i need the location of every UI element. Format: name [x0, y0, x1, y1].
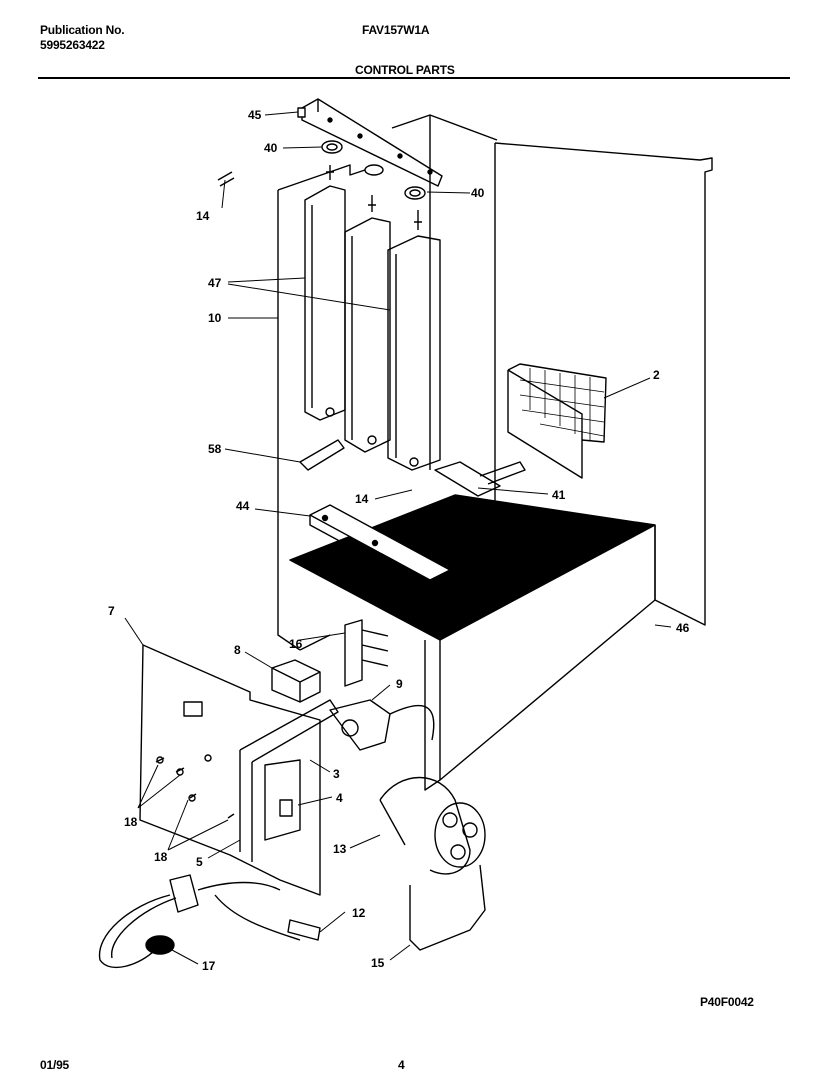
strap — [299, 439, 345, 471]
publication-number: 5995263422 — [40, 38, 105, 52]
callout-40-right: 40 — [471, 186, 485, 200]
section-title: CONTROL PARTS — [355, 63, 455, 77]
screws — [155, 171, 235, 819]
selector-switch — [271, 659, 321, 703]
callout-45: 45 — [248, 108, 262, 122]
capacitor — [379, 776, 486, 875]
callout-40-left: 40 — [264, 141, 278, 155]
bracket-41 — [434, 461, 526, 497]
callout-58: 58 — [208, 442, 222, 456]
callout-12: 12 — [352, 906, 366, 920]
callout-13: 13 — [333, 842, 347, 856]
callout-10: 10 — [208, 311, 222, 325]
publication-label: Publication No. — [40, 23, 125, 37]
callout-18-upper: 18 — [124, 815, 138, 829]
callout-18-lower: 18 — [154, 850, 168, 864]
callout-5: 5 — [196, 855, 203, 869]
callout-41: 41 — [552, 488, 566, 502]
grommets — [321, 140, 426, 200]
callout-7: 7 — [108, 604, 115, 618]
terminal-block — [344, 619, 389, 687]
drawing-code: P40F0042 — [700, 995, 754, 1009]
power-cord — [98, 874, 281, 969]
callout-9: 9 — [396, 677, 403, 691]
callout-14-lower: 14 — [355, 492, 369, 506]
control-base — [289, 494, 656, 791]
top-bracket — [297, 98, 443, 187]
leader-lines — [124, 111, 672, 965]
control-housing-panel — [277, 164, 366, 651]
header-rule — [38, 77, 790, 79]
sensor-bulb — [214, 894, 321, 941]
control-panel-plate — [139, 644, 321, 896]
callout-4: 4 — [336, 791, 343, 805]
callout-14-upper: 14 — [196, 209, 210, 223]
callout-15: 15 — [371, 956, 385, 970]
callout-labels: 45 40 40 14 47 10 2 58 14 41 44 7 16 46 … — [108, 108, 690, 973]
callout-2: 2 — [653, 368, 660, 382]
callout-16: 16 — [289, 637, 303, 651]
thermostat — [329, 699, 435, 751]
callout-3: 3 — [333, 767, 340, 781]
heater-elements — [304, 165, 441, 471]
page-number: 4 — [398, 1058, 405, 1072]
footer-date: 01/95 — [40, 1058, 70, 1072]
control-bracket — [239, 699, 339, 862]
model-number: FAV157W1A — [362, 23, 430, 37]
callout-47: 47 — [208, 276, 222, 290]
callout-46: 46 — [676, 621, 690, 635]
mounting-bar — [309, 504, 451, 591]
air-filter — [507, 363, 607, 479]
capacitor-strap — [409, 864, 486, 951]
callout-8: 8 — [234, 643, 241, 657]
callout-17: 17 — [202, 959, 216, 973]
callout-44: 44 — [236, 499, 250, 513]
